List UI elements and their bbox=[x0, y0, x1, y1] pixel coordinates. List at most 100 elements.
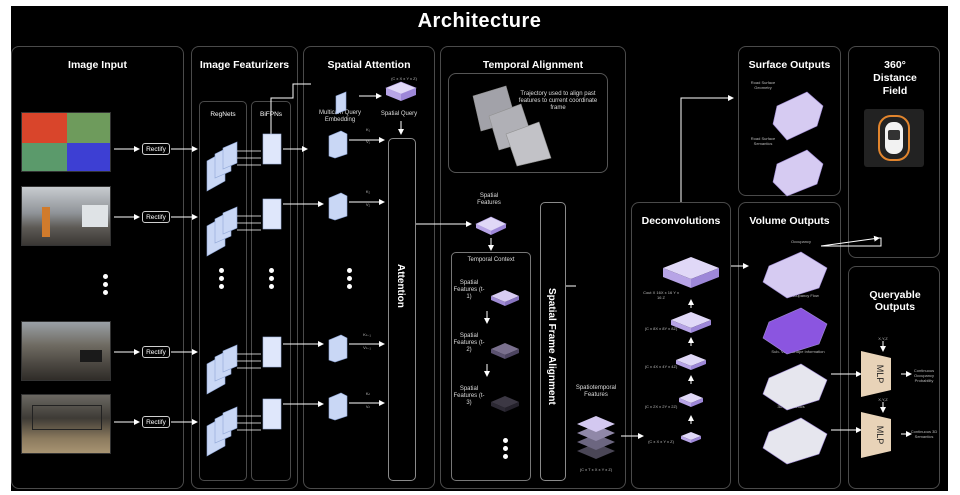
mlp-block-1 bbox=[861, 351, 891, 397]
value-n-label: Vₙ bbox=[365, 404, 371, 409]
mlp-blocks bbox=[861, 351, 891, 458]
kv-cube-4 bbox=[328, 392, 348, 421]
arrow-to-distance bbox=[821, 237, 882, 247]
tile-t1 bbox=[491, 290, 519, 306]
value-n1-label: Vₙ₋₁ bbox=[363, 345, 371, 350]
deconv-slab-3 bbox=[676, 354, 706, 370]
camera-ellipsis bbox=[103, 274, 109, 298]
volume-label-occupancy-flow: Occupancy Flow bbox=[789, 293, 819, 298]
spatial-features-tile bbox=[475, 216, 507, 235]
regnet-stack-2 bbox=[206, 206, 238, 257]
tile-t2 bbox=[491, 343, 519, 359]
spatiotemporal-stack bbox=[577, 416, 615, 459]
volume-subvoxel bbox=[762, 363, 828, 411]
deconv-dims-1: Cout X 16X x 16 Y x 16 Z bbox=[643, 290, 679, 300]
bifpn-blocks bbox=[262, 133, 282, 430]
spatial-features-t2: Spatial Features (t-2) bbox=[453, 333, 485, 353]
surface-label-geometry: Road Surface Geometry bbox=[750, 80, 776, 90]
spatial-query-dims: (C x X x Y x Z) bbox=[391, 76, 417, 81]
volume-shapes bbox=[762, 251, 828, 465]
regnet-stacks bbox=[206, 141, 238, 457]
embed-cube bbox=[335, 91, 347, 115]
camera-image-3 bbox=[21, 321, 111, 381]
architecture-diagram: Architecture Image Input Image Featurize… bbox=[11, 6, 948, 491]
rectify-box-2: Rectify bbox=[142, 211, 170, 223]
mlp-output-2: Continuous 3D Semantics bbox=[910, 429, 938, 439]
panel-deconvolutions: Deconvolutions bbox=[631, 202, 731, 489]
surface-geometry bbox=[772, 91, 824, 141]
spatial-features-t1: Spatial Features (t-1) bbox=[453, 280, 485, 300]
temporal-ellipsis bbox=[503, 438, 509, 462]
trajectory-text: Trajectory used to align past features t… bbox=[518, 91, 598, 111]
rectify-box-1: Rectify bbox=[142, 143, 170, 155]
regnet-arrows bbox=[237, 150, 261, 431]
key-n-label: Kₙ bbox=[365, 391, 371, 396]
surface-label-semantics: Road Surface Semantics bbox=[750, 136, 776, 146]
regnet-stack-1 bbox=[206, 141, 238, 192]
key-1-label: K₁ bbox=[365, 127, 371, 132]
mlp-label-1: MLP bbox=[875, 365, 885, 384]
panel-title-surface-outputs: Surface Outputs bbox=[748, 59, 831, 71]
deconv-dims-4: (C x 2X x 2Y x 2Z) bbox=[644, 404, 678, 409]
panel-distance-field: 360° Distance Field bbox=[848, 46, 940, 258]
deconv-dims-2: (C x 8X x 8Y x 8Z) bbox=[644, 326, 678, 331]
trajectory-illustration bbox=[472, 85, 552, 167]
frame-alignment-label: Spatial Frame Alignment bbox=[546, 287, 557, 405]
deconv-slab-4 bbox=[679, 393, 703, 407]
spatial-features-t3: Spatial Features (t-3) bbox=[453, 386, 485, 406]
regnets-ellipsis bbox=[219, 268, 225, 292]
tile-t3 bbox=[491, 396, 519, 412]
panel-title-volume-outputs: Volume Outputs bbox=[749, 215, 830, 227]
panel-title-spatial-attention: Spatial Attention bbox=[327, 59, 411, 71]
panel-title-queryable-outputs: Queryable Outputs bbox=[869, 289, 921, 313]
value-2-label: V₂ bbox=[365, 202, 371, 207]
regnets-label: RegNets bbox=[210, 111, 236, 118]
deconv-slab-2 bbox=[671, 312, 711, 333]
deconv-slab-1 bbox=[663, 257, 719, 288]
attention-label: Attention bbox=[395, 264, 406, 308]
volume-semantics bbox=[762, 417, 828, 465]
distance-field-render bbox=[864, 109, 924, 167]
panel-image-input: Image Input bbox=[11, 46, 184, 489]
rectify-box-4: Rectify bbox=[142, 416, 170, 428]
bifpn-block-2 bbox=[262, 198, 282, 230]
trajectory-box bbox=[448, 73, 608, 173]
arrow-volume-distance bbox=[820, 235, 880, 247]
camera-image-1 bbox=[21, 112, 111, 172]
query-xyz-1: X,Y,Z bbox=[878, 336, 888, 341]
arrow-bifpn-up bbox=[270, 83, 311, 149]
regnet-stack-4 bbox=[206, 406, 238, 457]
panel-title-image-featurizers: Image Featurizers bbox=[199, 59, 290, 71]
kv-cube-1 bbox=[328, 130, 348, 159]
kv-cube-3 bbox=[328, 334, 348, 363]
spatial-features-label: Spatial Features bbox=[477, 193, 501, 206]
surface-semantics bbox=[772, 149, 824, 197]
panel-spatial-attention: Spatial Attention bbox=[303, 46, 435, 489]
multicam-embedding-label: Multicam Query Embedding bbox=[318, 110, 361, 123]
panel-queryable-outputs: Queryable Outputs bbox=[848, 266, 940, 489]
frame-alignment-block bbox=[540, 202, 566, 481]
volume-occupancy bbox=[762, 251, 828, 299]
camera-image-2 bbox=[21, 186, 111, 246]
kv-cube-2 bbox=[328, 192, 348, 221]
temporal-tiles bbox=[491, 290, 519, 412]
temporal-context-box bbox=[451, 252, 531, 481]
mlp-output-1: Continuous Occupancy Probability bbox=[913, 368, 935, 383]
arrow-to-surface bbox=[680, 95, 734, 202]
key-2-label: K₂ bbox=[365, 189, 371, 194]
panel-image-featurizers: Image Featurizers bbox=[191, 46, 298, 489]
rectify-box-3: Rectify bbox=[142, 346, 170, 358]
camera-image-4 bbox=[21, 394, 111, 454]
value-1-label: V₁ bbox=[365, 139, 371, 144]
volume-label-occupancy: Occupancy bbox=[790, 239, 811, 244]
kv-cubes bbox=[328, 91, 348, 421]
deconv-dims-5: (C x X x Y x Z) bbox=[648, 439, 674, 444]
spatiotemporal-label: Spatiotemporal Features bbox=[575, 385, 617, 398]
volume-occupancy-flow bbox=[762, 307, 828, 355]
regnets-column bbox=[199, 101, 247, 481]
key-n1-label: Kₙ₋₁ bbox=[363, 332, 371, 337]
spatial-ellipsis bbox=[347, 268, 353, 292]
regnet-stack-3 bbox=[206, 344, 238, 395]
spatiotemporal-dims: (C x T x X x Y x Z) bbox=[579, 467, 613, 472]
deconv-dims-3: (C x 4X x 4Y x 4Z) bbox=[644, 364, 678, 369]
